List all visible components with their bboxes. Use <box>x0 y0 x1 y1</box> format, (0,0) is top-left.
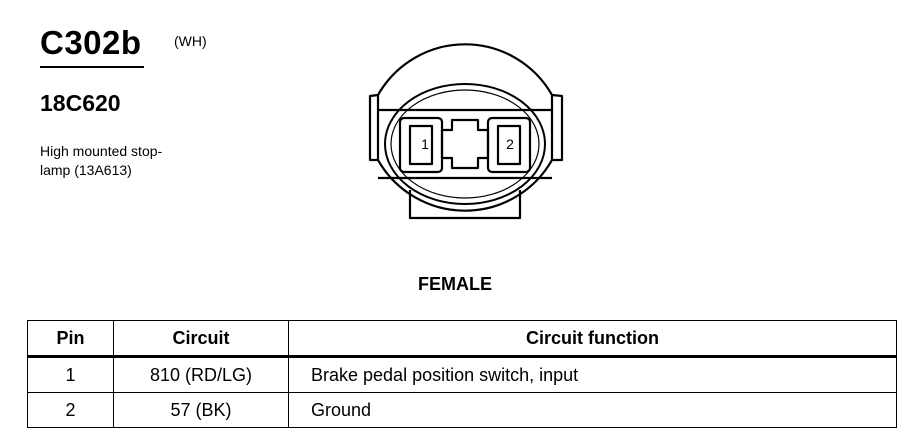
pin-2-label: 2 <box>506 136 514 152</box>
keyway <box>408 190 522 220</box>
connector-id-underline <box>40 66 144 68</box>
connector-housing-outline <box>376 43 554 212</box>
header-circuit-function: Circuit function <box>288 320 897 358</box>
contact-cavity <box>384 83 546 205</box>
connector-color-code: (WH) <box>174 33 207 49</box>
pin-1-label: 1 <box>421 136 429 152</box>
cell-circuit: 810 (RD/LG) <box>113 356 289 393</box>
connector-gender-label: FEMALE <box>418 274 492 294</box>
cell-circuit: 57 (BK) <box>113 392 289 428</box>
pin-table: Pin Circuit Circuit function 1 810 (RD/L… <box>27 320 897 428</box>
connector-description: High mounted stop-lamp (13A613) <box>40 143 163 178</box>
center-key <box>440 118 490 170</box>
header-circuit: Circuit <box>113 320 289 358</box>
table-header-row: Pin Circuit Circuit function <box>27 320 897 358</box>
cell-pin: 1 <box>27 356 114 393</box>
table-row: 2 57 (BK) Ground <box>27 392 897 428</box>
connector-id: C302b <box>40 24 142 61</box>
cell-circuit-function: Brake pedal position switch, input <box>288 356 897 393</box>
left-latch <box>368 93 379 162</box>
cell-circuit-function: Ground <box>288 392 897 428</box>
cell-pin: 2 <box>27 392 114 428</box>
right-latch <box>551 93 564 162</box>
part-number: 18C620 <box>40 90 121 116</box>
table-row: 1 810 (RD/LG) Brake pedal position switc… <box>27 356 897 393</box>
connector-face-diagram: 1 2 <box>368 43 564 220</box>
header-pin: Pin <box>27 320 114 358</box>
